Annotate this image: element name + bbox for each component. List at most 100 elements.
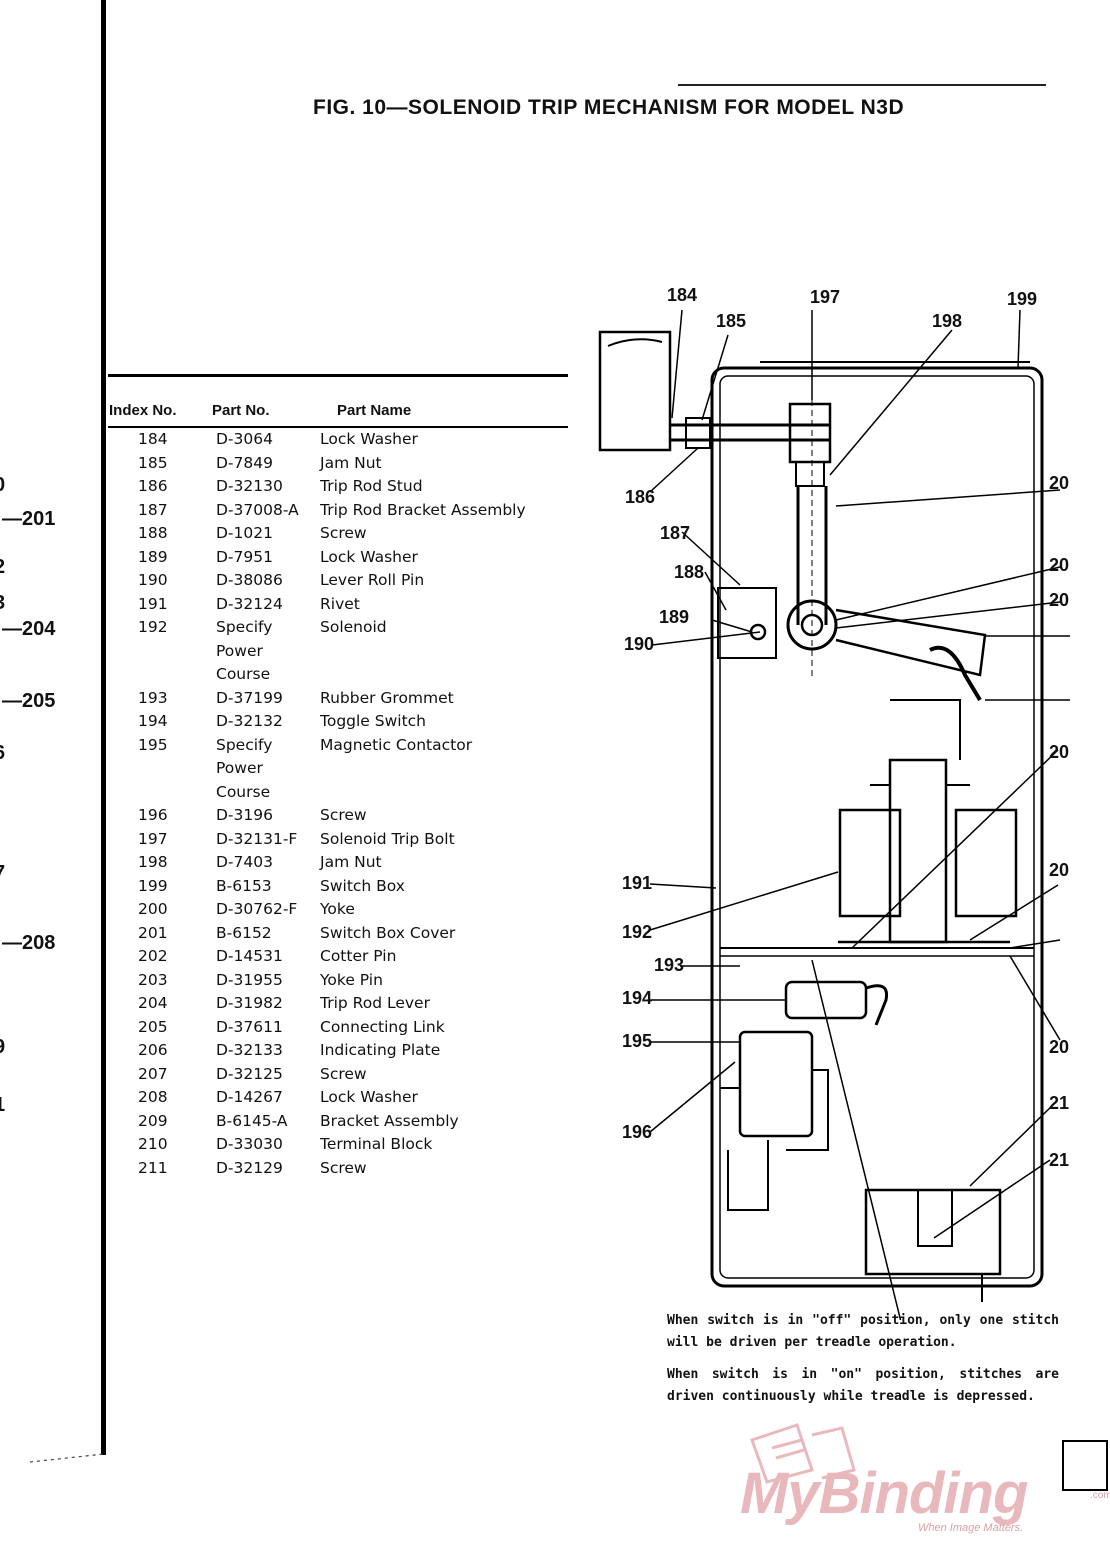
watermark-brand: MyBinding <box>740 1460 1029 1527</box>
margin-label-205: —205 <box>2 690 56 712</box>
margin-label: 3 <box>0 592 5 615</box>
cell-part-name: Toggle Switch <box>320 712 427 730</box>
cell-part-name: Indicating Plate <box>320 1041 441 1059</box>
cell-part-name: Screw <box>320 524 367 542</box>
callout-186: 186 <box>625 487 656 507</box>
cell-index: 211 <box>138 1158 168 1177</box>
callout-202: 20 <box>1049 590 1070 610</box>
margin-label: 2 <box>0 556 5 579</box>
cell-index: 184 <box>138 430 168 448</box>
cell-part-no: D-32132 <box>216 712 283 730</box>
cell-index: 186 <box>138 477 168 495</box>
cell-part-name: Screw <box>320 1158 367 1177</box>
cell-part-no: D-31955 <box>216 970 283 989</box>
callout-200: 20 <box>1049 473 1070 493</box>
callout-211: 21 <box>1049 1150 1070 1170</box>
cell-index: 207 <box>138 1064 168 1083</box>
callout-194: 194 <box>622 988 653 1008</box>
cell-part-name: Magnetic Contactor <box>320 735 473 754</box>
cell-index: 210 <box>138 1135 168 1153</box>
cell-part-name: Lock Washer <box>320 430 418 448</box>
callout-184: 184 <box>667 285 698 305</box>
cell-index: 201 <box>138 923 168 942</box>
cell-part-no: D-7403 <box>216 853 273 871</box>
cell-part-name: Cotter Pin <box>320 947 397 965</box>
callout-188: 188 <box>674 562 705 582</box>
cell-part-no: D-32130 <box>216 477 283 495</box>
table-row: 184 D-3064 Lock Washer <box>108 428 578 452</box>
cell-part-name <box>320 757 578 781</box>
torn-edge-dots <box>30 1453 104 1463</box>
cell-part-name: Trip Rod Stud <box>320 477 423 495</box>
cell-index: 188 <box>138 524 168 542</box>
watermark-tagline: When Image Matters. <box>918 1522 1024 1534</box>
switch-box-outline <box>710 366 1044 1288</box>
cell-index: 206 <box>138 1041 168 1059</box>
cell-index: 208 <box>138 1088 168 1106</box>
cell-index: 191 <box>138 594 168 613</box>
figure-title: FIG. 10—SOLENOID TRIP MECHANISM FOR MODE… <box>313 96 905 119</box>
cell-index: 185 <box>138 453 168 472</box>
cell-part-name: Rivet <box>320 594 360 613</box>
cell-part-no: D-32129 <box>216 1158 283 1177</box>
callout-187: 187 <box>660 523 691 543</box>
callout-193: 193 <box>654 955 685 975</box>
callout-196: 196 <box>622 1122 653 1142</box>
header-index-no: Index No. <box>109 402 177 419</box>
cell-part-no: D-3196 <box>216 806 273 824</box>
cell-part-name: Jam Nut <box>320 453 382 472</box>
cell-index: 187 <box>138 500 168 519</box>
cell-part-no: Specify <box>216 618 273 636</box>
cell-part-name: Switch Box Cover <box>320 923 456 942</box>
cell-index: 203 <box>138 970 168 989</box>
cell-part-no: D-32124 <box>216 594 283 613</box>
callout-203: 20 <box>1049 742 1070 762</box>
cell-part-name: Screw <box>320 806 367 824</box>
table-row: Course <box>108 663 578 687</box>
callout-197: 197 <box>810 287 841 307</box>
cell-part-no: D-37611 <box>216 1017 283 1036</box>
margin-label-204: —204 <box>2 618 56 640</box>
cell-part-no: D-32125 <box>216 1064 283 1083</box>
margin-label-201: —201 <box>2 508 56 530</box>
cell-part-no: D-1021 <box>216 524 273 542</box>
callout-190: 190 <box>624 634 655 654</box>
cell-part-no: D-3064 <box>216 430 273 448</box>
cell-part-name: Lever Roll Pin <box>320 571 425 589</box>
cell-part-no: D-14531 <box>216 947 283 965</box>
cell-index <box>108 757 216 781</box>
watermark-brand-binding: Binding <box>818 1461 1029 1526</box>
cell-index: 194 <box>138 712 168 730</box>
note-off: When switch is in "off" position, only o… <box>667 1313 1059 1350</box>
cell-index: 199 <box>138 876 168 895</box>
table-row: 196 D-3196 Screw <box>108 804 578 828</box>
table-top-rule <box>108 374 568 377</box>
cell-part-no: D-37008-A <box>216 500 299 519</box>
cell-part-no: Course <box>216 665 271 683</box>
callout-185: 185 <box>716 311 747 331</box>
note-on: When switch is in "on" position, stitche… <box>667 1367 1059 1404</box>
cell-part-no: D-14267 <box>216 1088 283 1106</box>
table-row: Course <box>108 781 578 805</box>
cell-part-name: Switch Box <box>320 876 405 895</box>
margin-label-208: —208 <box>2 932 56 954</box>
cell-part-no: D-33030 <box>216 1135 283 1153</box>
table-row: 191 D-32124 Rivet <box>108 593 578 617</box>
cell-index: 196 <box>138 806 168 824</box>
cell-part-no: D-30762-F <box>216 900 298 918</box>
cell-part-name: Lock Washer <box>320 547 418 566</box>
cell-index: 189 <box>138 547 168 566</box>
cell-part-no: B-6152 <box>216 923 272 942</box>
cell-index: 200 <box>138 900 168 918</box>
table-row: 188 D-1021 Screw <box>108 522 578 546</box>
